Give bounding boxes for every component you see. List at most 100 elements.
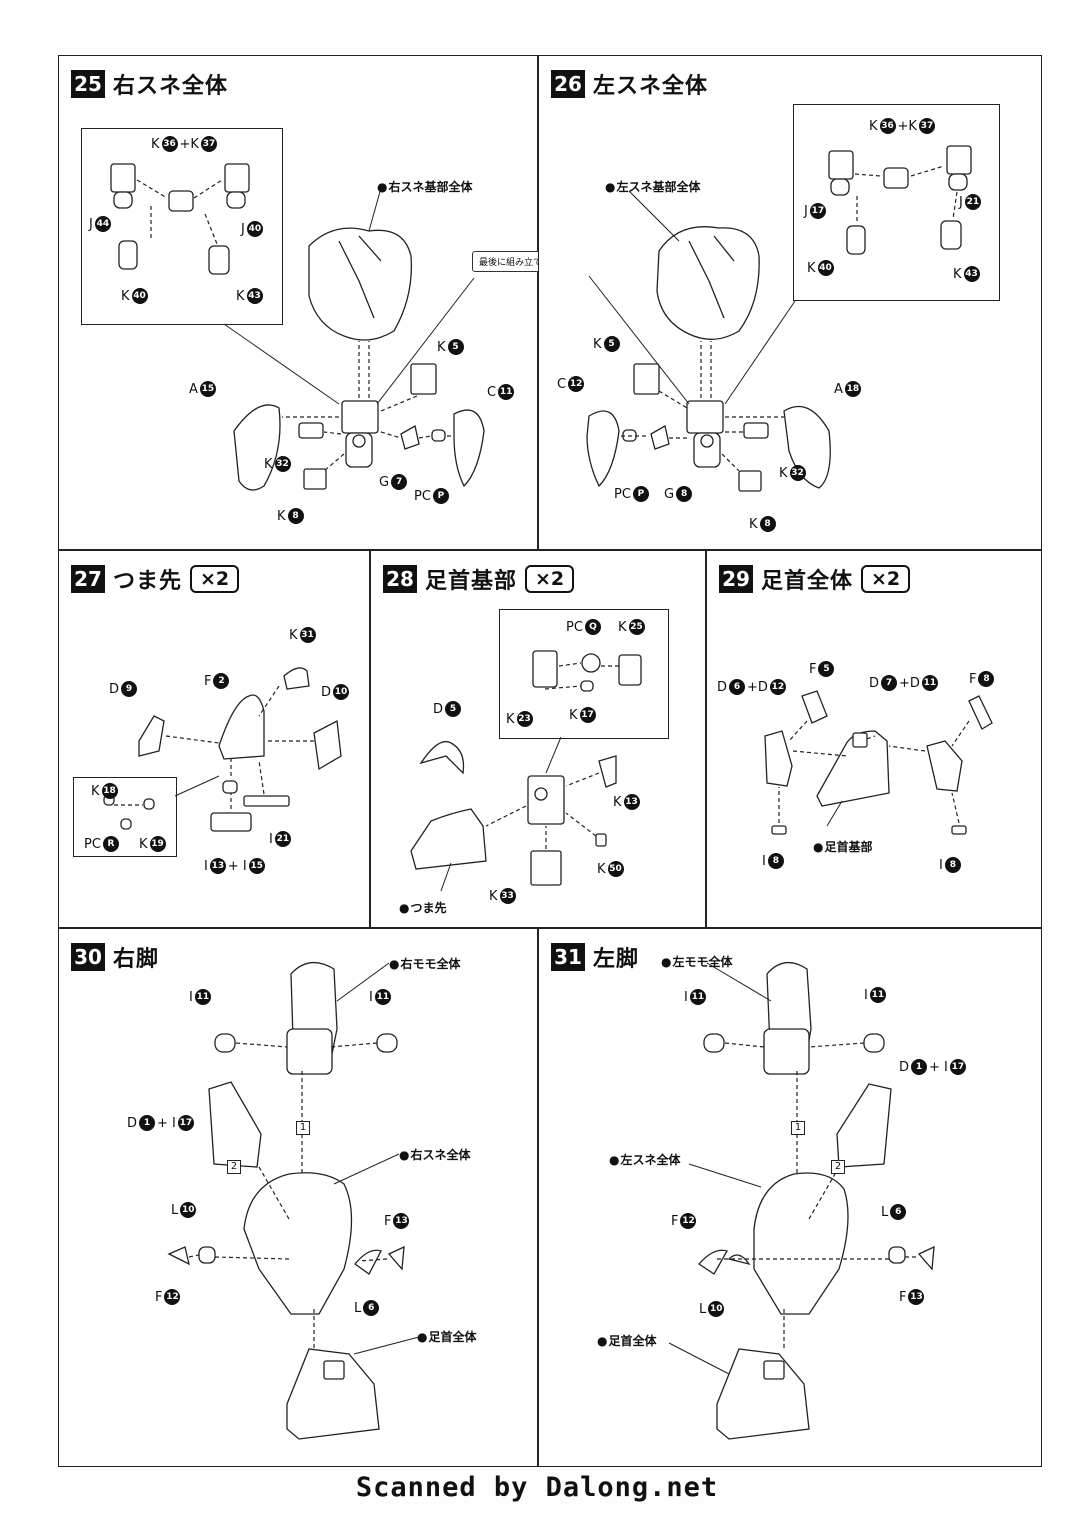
step-31-panel: 31 左脚 1 2 左モモ全体 左スネ全体 足首全体 I 11 I 11 — [538, 928, 1042, 1467]
step-title: つま先 — [113, 569, 183, 594]
step-number: 29 — [719, 565, 753, 593]
part-label: K 19 — [139, 836, 166, 852]
step-28-diagram — [410, 650, 642, 892]
part-label: PC Q — [566, 619, 601, 635]
part-label: K 8 — [749, 516, 776, 532]
part-label: PC P — [414, 488, 449, 504]
step-28-header: 28 足首基部 ×2 — [383, 563, 575, 595]
assembly-label: 左スネ基部全体 — [605, 178, 700, 195]
part-label: I 13+ I 15 — [204, 858, 265, 874]
step-28-panel: 28 足首基部 ×2 PC Q K 25 K 23 K 17 D 5 K 13 … — [370, 550, 706, 928]
part-label: F 2 — [204, 673, 230, 689]
part-label: I 11 — [369, 989, 391, 1005]
quantity-badge: ×2 — [861, 565, 911, 593]
part-label: G 8 — [664, 486, 693, 502]
order-mark: 2 — [227, 1160, 241, 1174]
step-27-panel: 27 つま先 ×2 K 31 F 2 D 9 D 10 K 18 PC R K … — [58, 550, 370, 928]
part-label: K 43 — [953, 266, 980, 282]
part-label: F 8 — [969, 671, 995, 687]
step-30-panel: 30 右脚 1 2 右モモ全体 右スネ全体 足首全体 I 11 — [58, 928, 538, 1467]
assembly-label: 右スネ全体 — [399, 1146, 470, 1163]
order-mark: 2 — [831, 1160, 845, 1174]
part-label: K 32 — [264, 456, 291, 472]
part-label: K 50 — [597, 861, 624, 877]
part-label: K 17 — [569, 707, 596, 723]
step-number: 27 — [71, 565, 105, 593]
part-label: K 32 — [779, 465, 806, 481]
step-title: 足首基部 — [425, 569, 518, 594]
step-number: 31 — [551, 943, 585, 971]
part-label: K 5 — [593, 336, 620, 352]
part-label: D 6+D 12 — [717, 679, 786, 695]
part-label: F 13 — [899, 1289, 925, 1305]
part-label: I 21 — [269, 831, 291, 847]
step-30-diagram — [167, 962, 420, 1440]
assembly-label: 足首基部 — [813, 838, 872, 855]
part-label: I 11 — [189, 989, 211, 1005]
part-label: K 8 — [277, 508, 304, 524]
part-label: C 12 — [557, 376, 585, 392]
step-29-header: 29 足首全体 ×2 — [719, 563, 911, 595]
part-label: A 15 — [189, 381, 216, 397]
part-label: K 40 — [121, 288, 148, 304]
part-label: PC P — [614, 486, 649, 502]
assembly-label: つま先 — [399, 899, 446, 916]
quantity-badge: ×2 — [190, 565, 240, 593]
part-label: L 10 — [699, 1301, 725, 1317]
part-label: D 10 — [321, 684, 350, 700]
step-25-panel: 25 右スネ全体 — [58, 55, 575, 550]
step-number: 28 — [383, 565, 417, 593]
step-number: 26 — [551, 70, 585, 98]
part-label: I 11 — [864, 987, 886, 1003]
part-label: I 8 — [762, 853, 784, 869]
step-26-diagram — [586, 145, 972, 492]
part-label: L 6 — [881, 1204, 907, 1220]
part-label: K 5 — [437, 339, 464, 355]
part-label: D 5 — [433, 701, 462, 717]
step-25-header: 25 右スネ全体 — [71, 68, 228, 100]
step-title: 足首全体 — [761, 569, 854, 594]
scan-credit: Scanned by Dalong.net — [355, 1472, 719, 1503]
part-label: K 25 — [618, 619, 645, 635]
assembly-label: 右スネ基部全体 — [377, 178, 472, 195]
part-label: I 11 — [684, 989, 706, 1005]
part-label: D 1+ I 17 — [899, 1059, 966, 1075]
quantity-badge: ×2 — [525, 565, 575, 593]
step-29-diagram — [764, 690, 993, 835]
part-label: L 6 — [354, 1300, 380, 1316]
part-label: F 13 — [384, 1213, 410, 1229]
step-31-diagram — [668, 962, 935, 1440]
step-29-panel: 29 足首全体 ×2 D 6+D 12 F 5 D 7+D 11 F 8 足首基… — [706, 550, 1042, 928]
step-27-header: 27 つま先 ×2 — [71, 563, 240, 595]
order-mark: 1 — [296, 1121, 310, 1135]
step-27-diagram — [103, 667, 342, 832]
step-number: 25 — [71, 70, 105, 98]
part-label: K 23 — [506, 711, 533, 727]
step-30-header: 30 右脚 — [71, 941, 159, 973]
part-label: I 8 — [939, 857, 961, 873]
part-label: D 7+D 11 — [869, 675, 938, 691]
part-label: G 7 — [379, 474, 408, 490]
assembly-label: 足首全体 — [417, 1328, 476, 1345]
part-label: J 40 — [241, 221, 263, 237]
part-label: K 31 — [289, 627, 316, 643]
part-label: F 12 — [671, 1213, 697, 1229]
order-mark: 1 — [791, 1121, 805, 1135]
assembly-label: 左スネ全体 — [609, 1151, 680, 1168]
part-label: J 17 — [804, 203, 826, 219]
part-label: C 11 — [487, 384, 515, 400]
assembly-label: 右モモ全体 — [389, 955, 460, 972]
step-25-diagram — [110, 163, 485, 491]
part-label: D 9 — [109, 681, 138, 697]
part-label: K 13 — [613, 794, 640, 810]
step-title: 左スネ全体 — [593, 74, 709, 99]
step-title: 右脚 — [113, 947, 160, 972]
part-label: K 18 — [91, 783, 118, 799]
part-label: J 21 — [959, 194, 981, 210]
step-31-header: 31 左脚 — [551, 941, 639, 973]
step-26-header: 26 左スネ全体 — [551, 68, 708, 100]
step-title: 右スネ全体 — [113, 74, 229, 99]
step-number: 30 — [71, 943, 105, 971]
step-26-panel: 26 左スネ全体 — [538, 55, 1042, 550]
